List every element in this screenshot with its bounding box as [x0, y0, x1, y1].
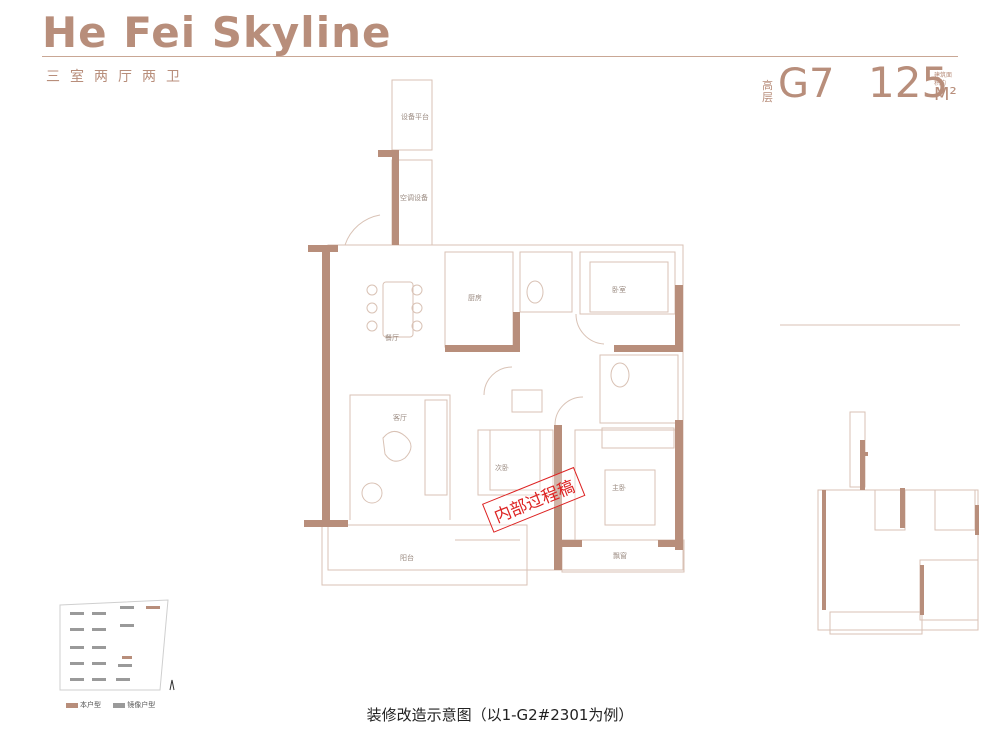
walls	[304, 150, 683, 570]
title-divider	[42, 56, 958, 57]
furniture	[361, 261, 675, 526]
brand-title: He Fei Skyline	[42, 8, 392, 57]
room-label-second-bedroom: 次卧	[495, 463, 509, 472]
room-labels: 设备平台 空调设备 餐厅 厨房 客厅 次卧 卧室 主卧 阳台 飘窗	[385, 112, 627, 562]
legend-own-unit: 本户型	[66, 701, 101, 709]
room-label-living: 客厅	[393, 413, 407, 422]
plan-caption: 装修改造示意图（以1-G2#2301为例）	[366, 706, 634, 724]
floor-tag: 高层	[762, 79, 773, 104]
layout-subtitle: 三室两厅两卫	[46, 69, 190, 85]
room-label-dining: 餐厅	[385, 333, 399, 342]
room-label-bay: 飘窗	[613, 551, 627, 560]
area-value: 125	[868, 58, 949, 107]
room-label-equipment-room: 空调设备	[400, 193, 428, 202]
legend-mirror-unit: 镜像户型	[113, 701, 155, 709]
room-label-equipment-platform: 设备平台	[401, 112, 429, 121]
room-label-balcony: 阳台	[400, 553, 414, 562]
door-arcs	[344, 214, 605, 426]
area-unit: M²	[934, 84, 957, 105]
room-label-third-bedroom: 卧室	[612, 285, 626, 294]
unit-code: G7	[778, 61, 835, 107]
room-label-main-bedroom: 主卧	[612, 483, 626, 492]
unit-area: 125 建筑面积约 M²	[868, 58, 957, 107]
room-label-kitchen: 厨房	[468, 293, 482, 302]
site-legend: 本户型 镜像户型	[66, 700, 165, 710]
area-note: 建筑面积约	[934, 72, 953, 87]
